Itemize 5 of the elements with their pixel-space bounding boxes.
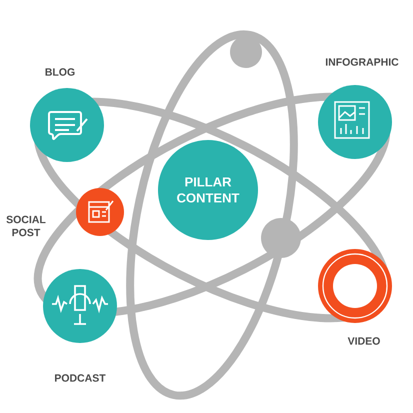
circle-label: PODCAST: [55, 374, 106, 382]
circle-label: SOCIAL POST: [6, 216, 46, 236]
circle-label: VIDEO: [348, 337, 380, 345]
circle-label: BLOG: [46, 68, 74, 76]
circle-label: INFOGRAPHIC: [326, 58, 398, 66]
